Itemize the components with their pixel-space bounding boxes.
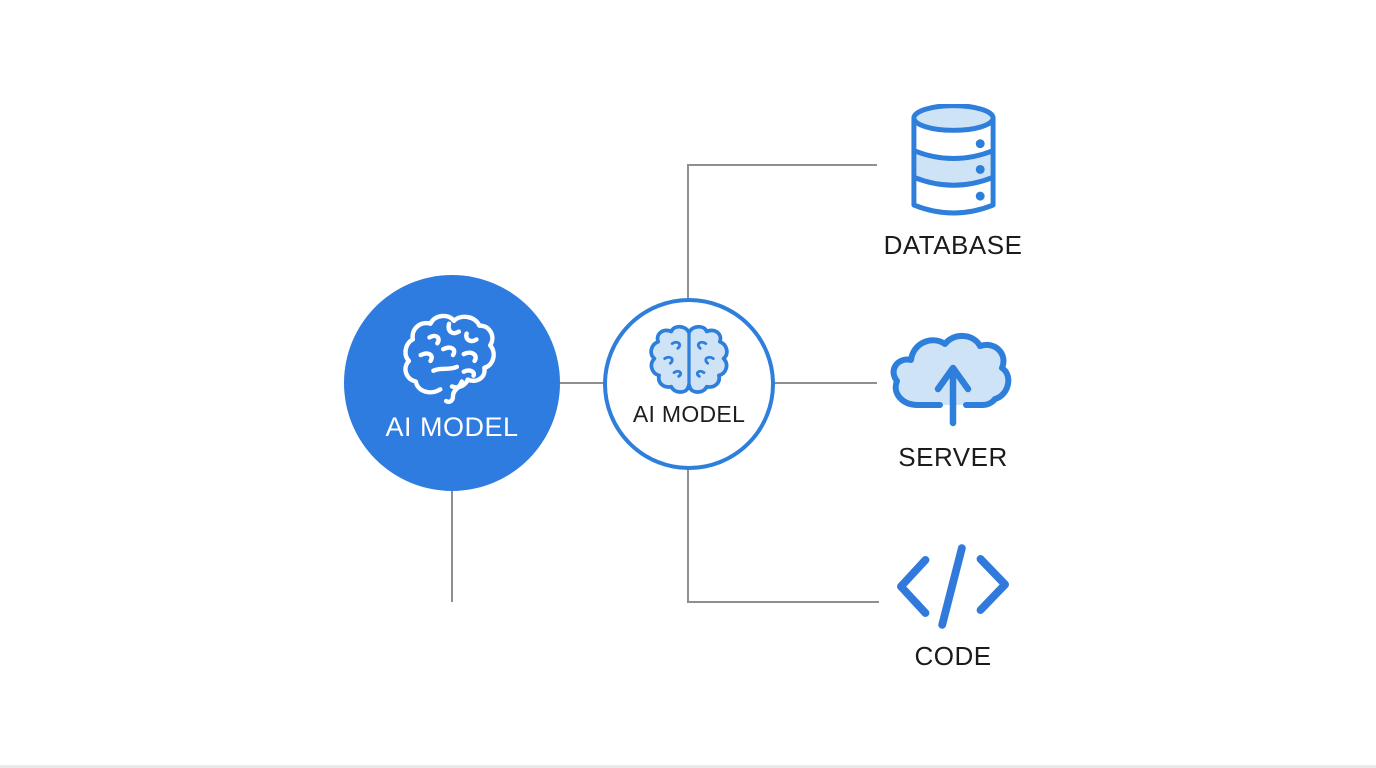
edge-main-to-hub bbox=[559, 382, 603, 384]
bottom-edge-artifact bbox=[0, 765, 1376, 768]
server-label: SERVER bbox=[898, 442, 1008, 472]
node-main-ai-model: AI MODEL bbox=[344, 275, 560, 491]
edge-main-dangling-vertical bbox=[451, 491, 453, 602]
node-database: DATABASE bbox=[868, 104, 1038, 261]
hub-ai-model-label: AI MODEL bbox=[632, 401, 746, 427]
code-label: CODE bbox=[914, 641, 992, 671]
node-hub-ai-model: AI MODEL bbox=[603, 298, 775, 470]
database-label: DATABASE bbox=[883, 230, 1023, 260]
main-ai-model-label: AI MODEL bbox=[385, 412, 519, 442]
code-icon bbox=[896, 544, 1010, 629]
node-server: SERVER bbox=[868, 331, 1038, 473]
node-code: CODE bbox=[868, 544, 1038, 672]
brain-top-icon bbox=[649, 324, 729, 394]
database-icon bbox=[910, 104, 996, 216]
cloud-upload-icon bbox=[890, 333, 1012, 427]
edge-hub-to-database-vertical bbox=[687, 164, 689, 301]
edge-hub-to-code-horizontal bbox=[687, 601, 879, 603]
edge-hub-to-database-horizontal bbox=[687, 164, 877, 166]
edge-hub-to-code-vertical bbox=[687, 467, 689, 603]
edge-hub-to-server bbox=[774, 382, 877, 384]
brain-side-icon bbox=[403, 313, 496, 405]
